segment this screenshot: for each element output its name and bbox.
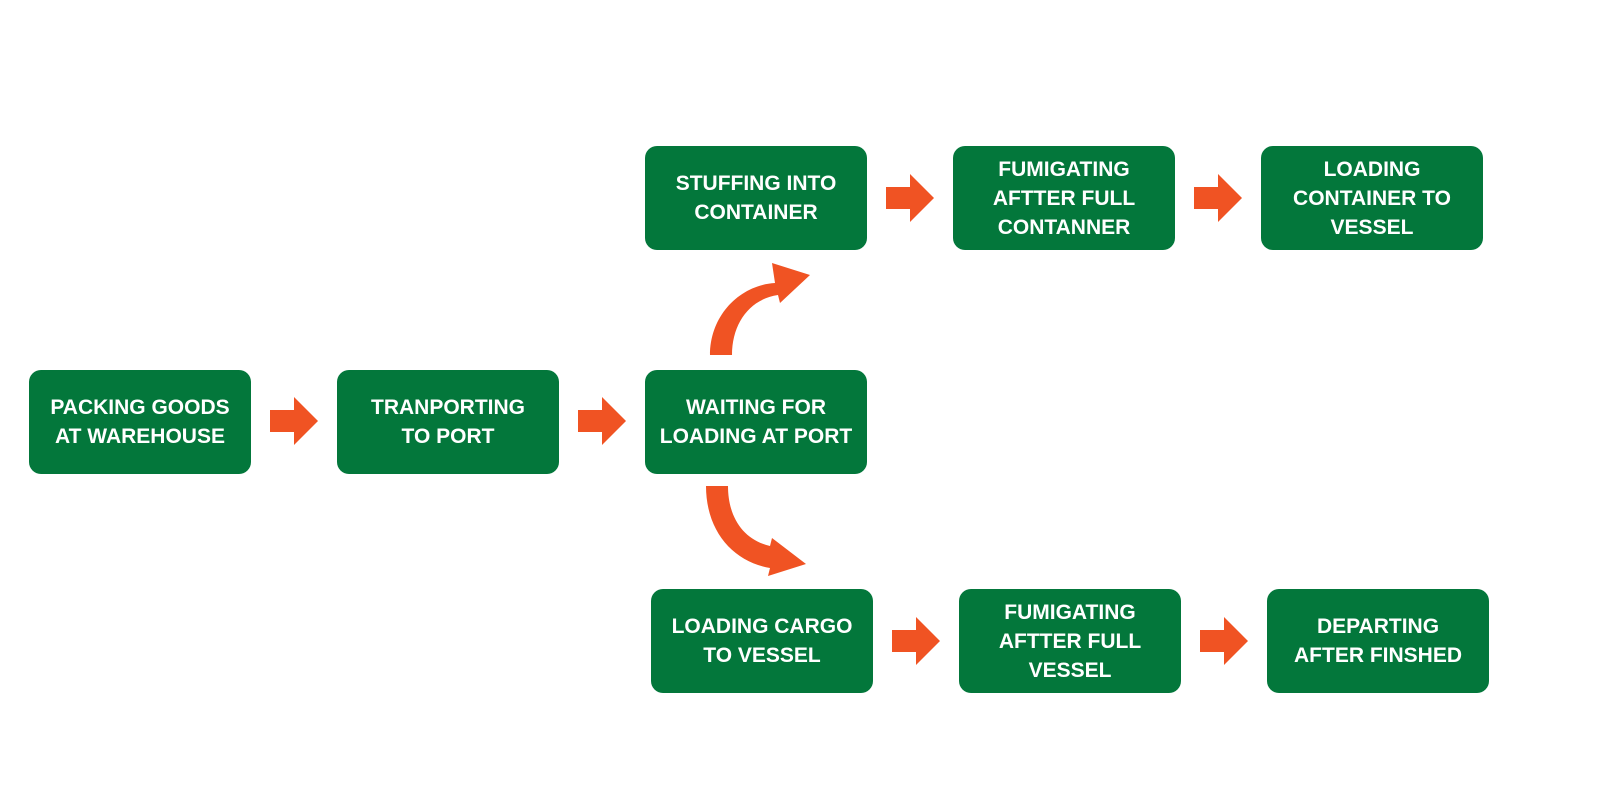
node-departing-after-finished: DEPARTING AFTER FINSHED: [1267, 589, 1489, 693]
node-fumigating-after-full-container: FUMIGATING AFTTER FULL CONTANNER: [953, 146, 1175, 250]
curved-arrow-up-icon: [710, 263, 810, 355]
node-waiting-for-loading: WAITING FOR LOADING AT PORT: [645, 370, 867, 474]
curved-arrow-down-icon: [706, 486, 806, 576]
arrow-right-icon: [1194, 174, 1242, 222]
arrow-right-icon: [886, 174, 934, 222]
node-transporting-to-port: TRANPORTING TO PORT: [337, 370, 559, 474]
node-fumigating-after-full-vessel: FUMIGATING AFTTER FULL VESSEL: [959, 589, 1181, 693]
arrow-right-icon: [1200, 617, 1248, 665]
node-loading-container-to-vessel: LOADING CONTAINER TO VESSEL: [1261, 146, 1483, 250]
arrow-right-icon: [892, 617, 940, 665]
node-stuffing-into-container: STUFFING INTO CONTAINER: [645, 146, 867, 250]
arrow-right-icon: [270, 397, 318, 445]
node-loading-cargo-to-vessel: LOADING CARGO TO VESSEL: [651, 589, 873, 693]
arrow-right-icon: [578, 397, 626, 445]
node-packing-goods: PACKING GOODS AT WAREHOUSE: [29, 370, 251, 474]
